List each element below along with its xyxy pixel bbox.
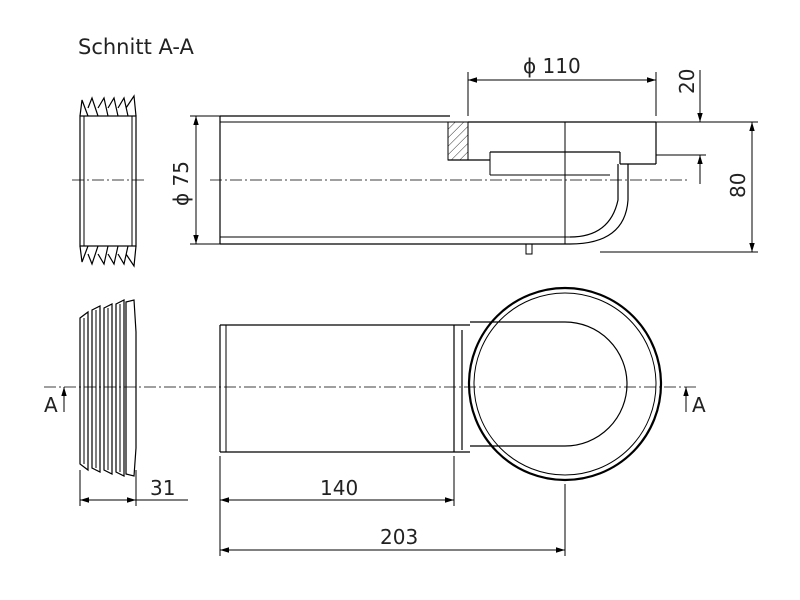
section-marker-right: A [683,387,706,417]
dim-203: 203 [220,484,566,556]
section-title: Schnitt A-A [78,35,194,59]
hatched-flange [447,121,469,161]
outlet-top-view [467,286,663,482]
dim-d75: ϕ 75 [169,115,220,245]
dim-80-label: 80 [726,173,750,198]
dim-d75-label: ϕ 75 [169,161,193,206]
pipe-section-view [219,115,657,255]
section-mark-right: A [692,393,706,417]
section-marker-left: A [44,387,67,417]
dim-31-label: 31 [150,476,175,500]
dim-20: 20 [656,69,706,184]
seal-front-view [79,299,137,477]
dim-203-label: 203 [380,525,418,549]
dim-31: 31 [79,470,188,506]
pipe-top-view [219,324,470,453]
dim-d110: ϕ 110 [467,54,657,116]
section-mark-left: A [44,393,58,417]
dim-20-label: 20 [675,69,699,94]
dim-80: 80 [600,121,758,253]
seal-side-view [79,94,137,268]
dim-140-label: 140 [320,476,358,500]
dim-d110-label: ϕ 110 [523,54,581,78]
dim-140: 140 [219,456,455,556]
